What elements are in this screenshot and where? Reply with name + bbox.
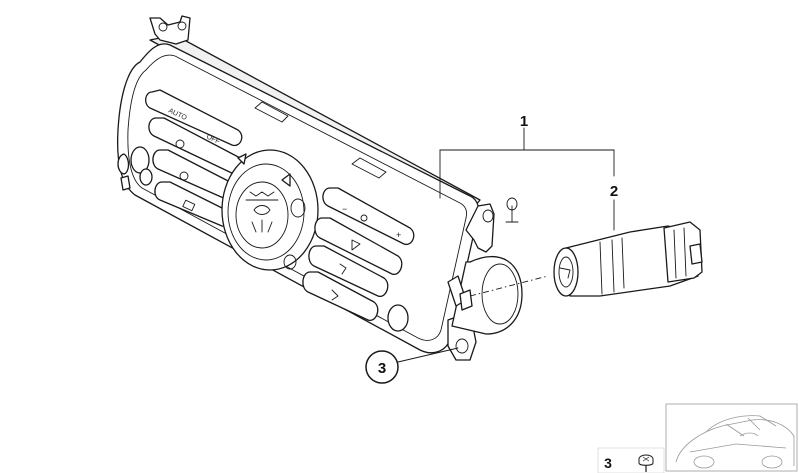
left-button-column: AUTO OFF [130, 89, 249, 227]
temperature-sensor-connector [553, 221, 703, 297]
left-round-button-1[interactable] [130, 146, 150, 174]
fan-icon [249, 191, 275, 197]
temperature-icon [360, 214, 368, 222]
plus-label: + [396, 230, 401, 240]
recirculation-icon [175, 139, 185, 149]
callout-1-number: 1 [520, 113, 528, 130]
screw-icon [638, 454, 654, 472]
auto-button[interactable] [145, 89, 243, 147]
knob-arrow-right-icon [281, 173, 291, 187]
climate-control-panel: AUTO OFF [116, 15, 523, 361]
legend-item-3-number: 3 [604, 455, 612, 471]
knob-arrow-left-icon [237, 153, 247, 165]
defrost-button[interactable] [314, 217, 403, 275]
vehicle-thumbnail [665, 403, 798, 472]
right-button-column: − + [302, 187, 415, 332]
minus-label: − [342, 204, 347, 214]
callout-2-number: 2 [610, 183, 618, 200]
car-outline-icon [675, 415, 795, 469]
leader-lines [397, 127, 615, 363]
right-mounting-bracket [465, 203, 495, 253]
rotary-knob[interactable] [221, 149, 319, 271]
left-round-button-2[interactable] [139, 168, 153, 186]
airflow-face-icon [339, 263, 347, 275]
airflow-button-1[interactable] [308, 245, 389, 297]
callout-3-circle[interactable]: 3 [365, 350, 399, 384]
airflow-button-2[interactable] [302, 271, 379, 321]
rear-defrost-icon [182, 199, 196, 212]
temperature-rocker[interactable] [322, 187, 415, 246]
fresh-air-icon [179, 171, 189, 181]
callout-3-number: 3 [378, 360, 386, 377]
rear-socket-housing [451, 256, 523, 335]
windshield-defrost-icon [351, 239, 361, 251]
right-round-button[interactable] [387, 304, 409, 332]
parts-legend: 3 [597, 447, 665, 473]
airflow-feet-icon [331, 289, 339, 301]
